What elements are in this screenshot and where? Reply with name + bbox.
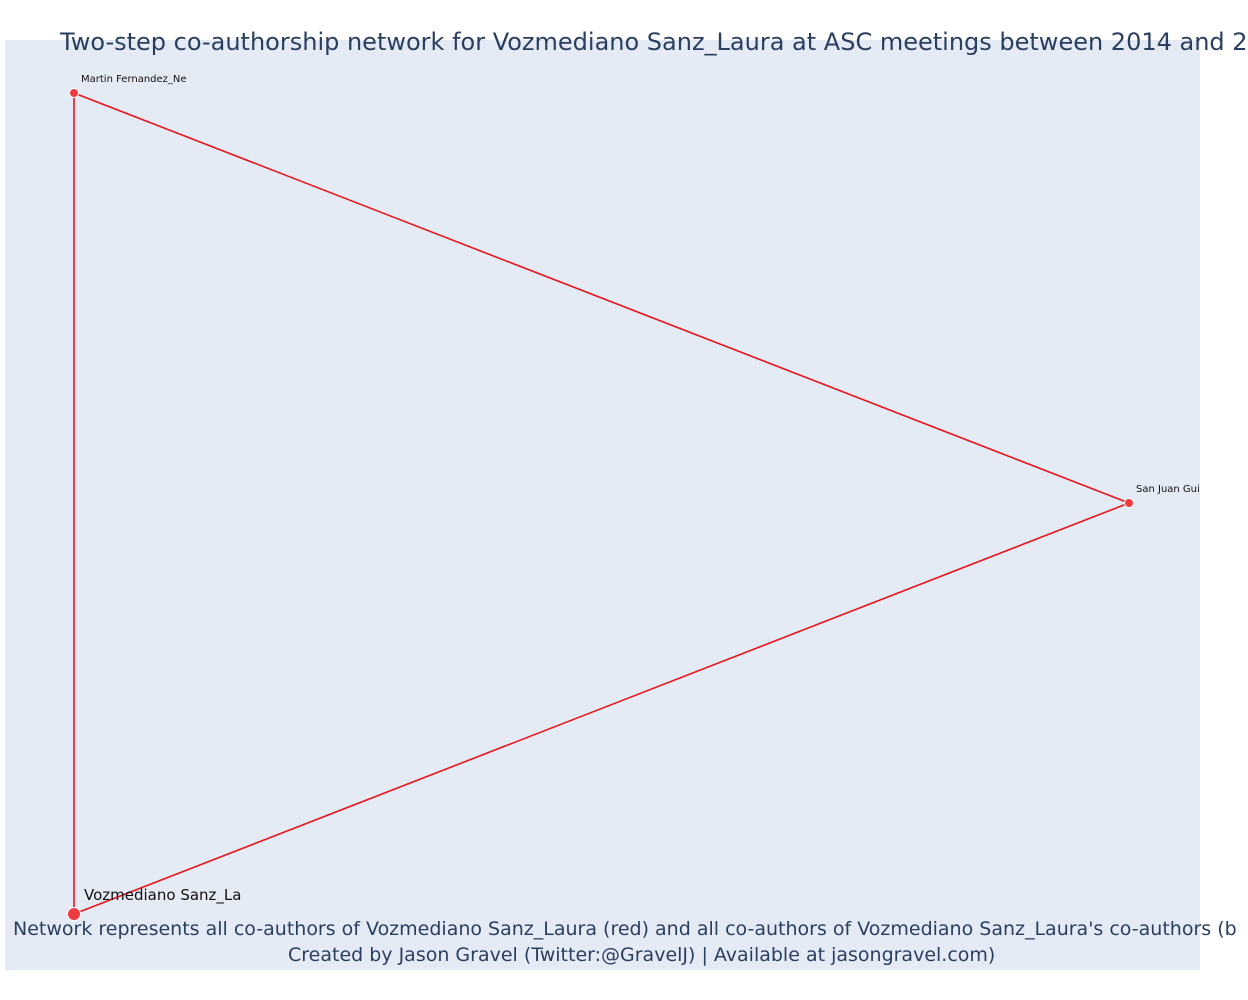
node-label-martin: Martin Fernandez_Ne (81, 74, 187, 85)
node-label-sanjuan: San Juan Gui (1136, 484, 1200, 495)
chart-title: Two-step co-authorship network for Vozme… (60, 28, 1248, 56)
edge-layer (73, 92, 1130, 915)
caption-line-1: Network represents all co-authors of Voz… (13, 918, 1237, 940)
caption-line-2: Created by Jason Gravel (Twitter:@Gravel… (288, 944, 996, 966)
node-sanjuan[interactable] (1124, 498, 1134, 508)
node-martin[interactable] (69, 88, 79, 98)
node-label-vozmediano: Vozmediano Sanz_La (84, 886, 241, 905)
edge-martin-sanjuan (73, 92, 1130, 504)
node-vozmediano[interactable] (67, 907, 81, 921)
plot-area (5, 40, 1200, 970)
edge-sanjuan-vozmediano (73, 502, 1130, 915)
